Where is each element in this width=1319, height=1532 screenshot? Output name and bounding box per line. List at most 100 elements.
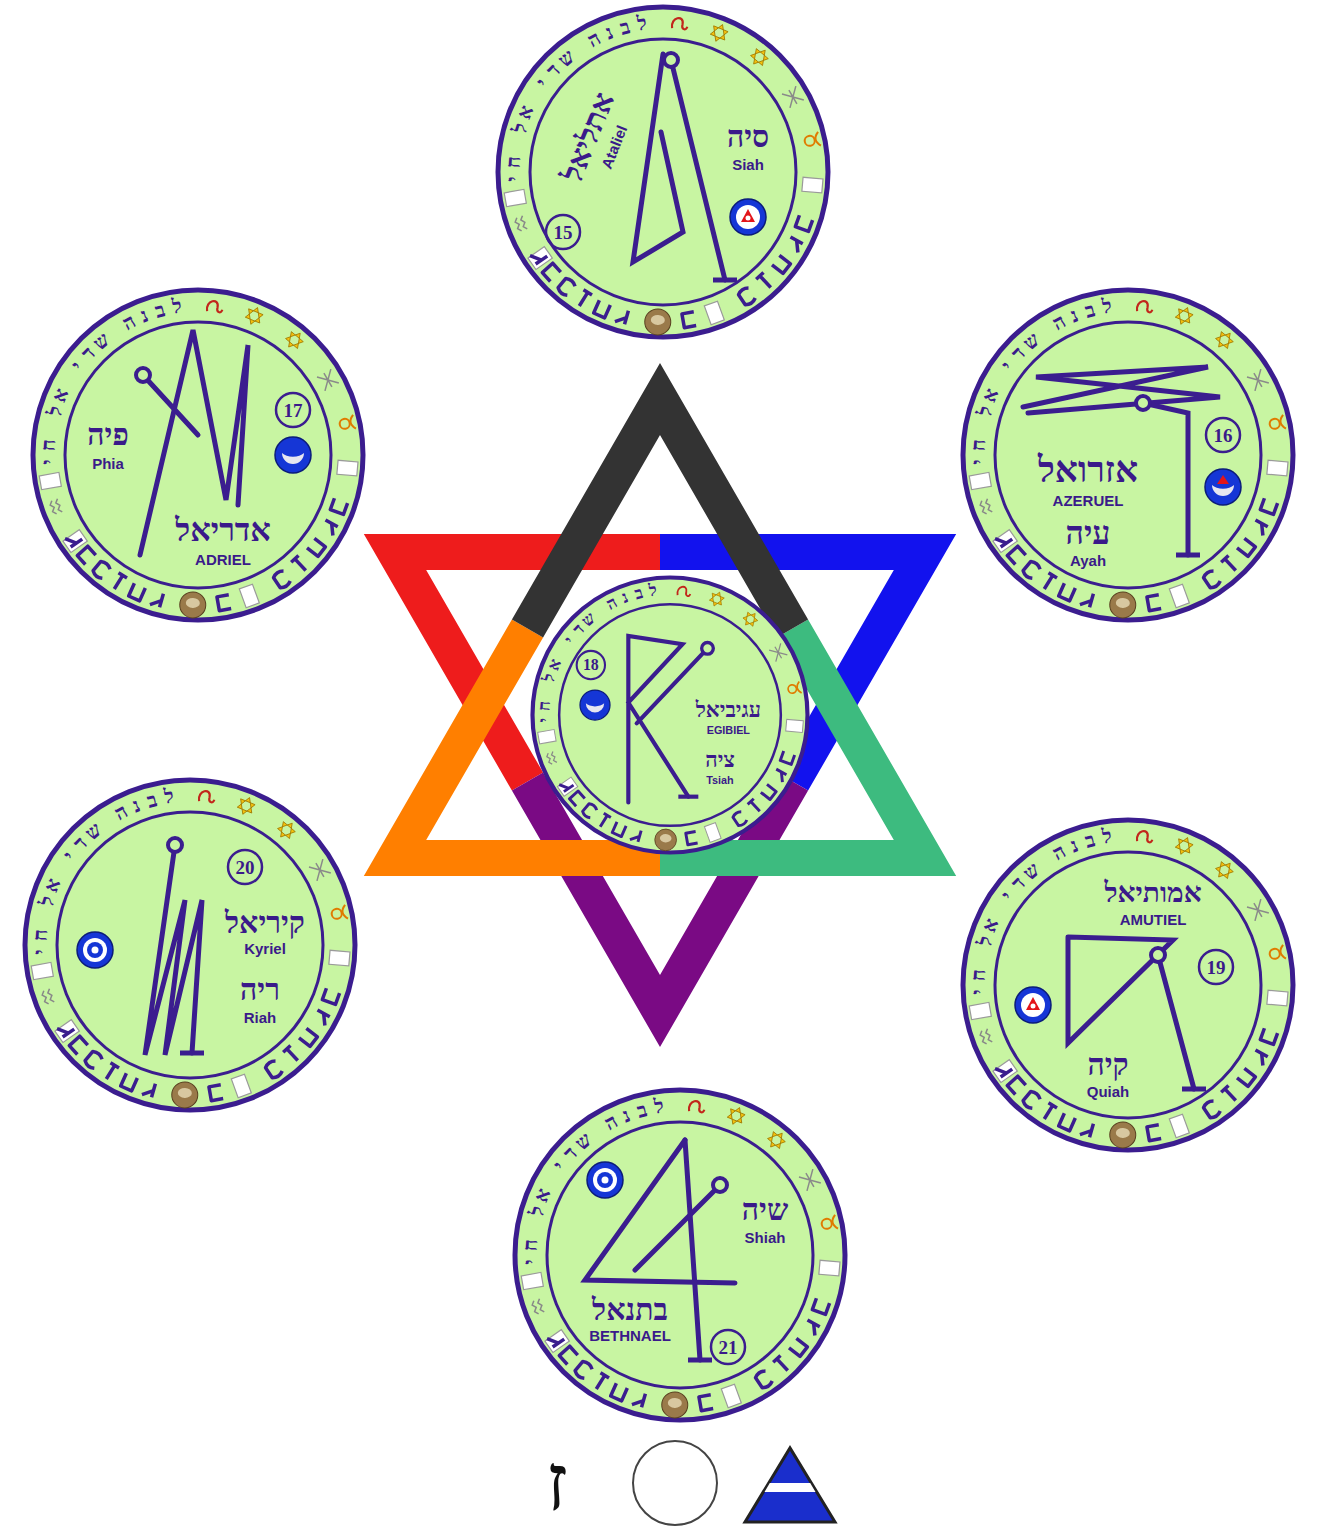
seal-outline (512, 1087, 848, 1423)
ring-letter: ב (1083, 829, 1097, 851)
ring-letter (1036, 321, 1051, 340)
ring-glyph (772, 255, 790, 273)
zodiac-sign (1137, 830, 1153, 842)
sigil-end-bar (688, 1358, 712, 1363)
planet-icon-part (282, 453, 304, 464)
seal-inner-border (995, 322, 1261, 588)
ring-letter (988, 373, 1008, 387)
goat-picture (654, 829, 676, 851)
star-of-david (1174, 835, 1195, 858)
ring-letter: ה (604, 595, 620, 614)
cross-symbol (1247, 369, 1269, 391)
ring-letter: ל (1101, 826, 1113, 847)
zodiac-sign-part (787, 684, 797, 694)
sigil-end-bar (713, 278, 737, 283)
ring-letter (553, 647, 570, 659)
ring-notch (504, 189, 526, 206)
star-of-david (283, 328, 307, 352)
seal-inner-border (547, 1122, 813, 1388)
ring-glyph (592, 1373, 609, 1392)
sigil-line (585, 1140, 735, 1283)
ring-notch (1169, 584, 1189, 608)
seal-ring (533, 578, 808, 853)
zodiac-sign (1137, 300, 1153, 312)
seal-ring (25, 780, 355, 1110)
ring-glyph (84, 1050, 103, 1070)
legend-letter: ז (546, 1443, 568, 1523)
ring-notch (31, 962, 53, 979)
ring-notch (521, 1272, 543, 1289)
cross-symbol (769, 643, 787, 661)
ring-notch (337, 460, 358, 476)
ring-letter (50, 863, 70, 877)
ring-glyph (1022, 1090, 1041, 1110)
angel-name: אמותיאל (1104, 879, 1201, 907)
zodiac-sign (546, 751, 557, 765)
planet-icon-disc (730, 199, 766, 235)
seal-circle: לבנה שדי אל חיעגיביאלEGIBIELציהTsiah18 (530, 575, 810, 855)
ring-letter: ח (503, 155, 524, 168)
ring-glyph (686, 831, 698, 844)
ring-glyph (575, 290, 592, 309)
planet-icon-part (1021, 993, 1045, 1017)
sigil-line (145, 845, 202, 1055)
ring-letter: ל (974, 934, 996, 949)
zodiac-sign (820, 1215, 838, 1232)
seal-inner-border (559, 604, 781, 826)
goat-picture-part (178, 1088, 192, 1098)
sigil-line (1023, 367, 1220, 413)
sigil-start-ring (664, 53, 678, 67)
ring-notch (786, 719, 804, 732)
ring-letter: י (968, 458, 988, 464)
zodiac-sign (803, 132, 821, 149)
star-of-david (741, 609, 761, 629)
ring-notch (819, 1260, 840, 1276)
zodiac-sign-part (796, 682, 802, 694)
ring-glyph (612, 822, 626, 837)
ring-glyph (1237, 1068, 1255, 1086)
cross-symbol (799, 1169, 821, 1191)
star-of-david (765, 1128, 789, 1152)
ring-notch (1169, 1114, 1189, 1138)
seal-inner-border (57, 812, 323, 1078)
planet-icon-part (593, 1168, 617, 1192)
ring-glyph (1147, 595, 1161, 611)
ring-glyph (630, 828, 641, 842)
planet-icon-part (1026, 997, 1040, 1010)
ring-letter: נ (138, 304, 151, 325)
ring-letter: א (546, 657, 566, 673)
ring-glyph (559, 778, 573, 791)
ring-glyph (1040, 573, 1057, 592)
ring-glyph (1237, 538, 1255, 556)
star-of-david (244, 305, 265, 328)
angel-name-latin: Kyriel (244, 941, 286, 956)
divine-name-latin: Phia (92, 456, 124, 471)
ring-glyph (1022, 560, 1041, 580)
ring-glyph (737, 286, 756, 306)
zodiac-sign-part (1269, 948, 1281, 960)
ring-letter: י (968, 988, 988, 994)
seal-outline (495, 4, 831, 340)
planet-icon (275, 437, 311, 473)
planet-icon-disc (77, 932, 113, 968)
ring-notch (39, 472, 61, 489)
ring-glyph (780, 751, 794, 764)
seal-outline (530, 575, 810, 855)
goat-picture (661, 1391, 688, 1418)
ring-glyph (1202, 1099, 1221, 1119)
ring-glyph (732, 810, 748, 827)
sigil-line (1068, 937, 1173, 1043)
ring-letter (523, 90, 543, 104)
legend-triangle (745, 1448, 835, 1522)
seal-ring (33, 290, 363, 620)
angel-name: אדריאל (175, 514, 271, 546)
goat-picture-part (1109, 1121, 1136, 1148)
ring-letter: ה (601, 1110, 620, 1133)
ring-letter: ל (163, 786, 175, 807)
seal-circle: לבנה שדי אל חיאתליאלAtalielסיהSiah15 (495, 4, 831, 340)
sigil-end-bar (678, 795, 698, 799)
ring-notch (721, 1384, 741, 1408)
ring-letter: ל (526, 1204, 548, 1219)
ring-letter: ב (635, 1099, 649, 1121)
ring-glyph (102, 1063, 119, 1082)
